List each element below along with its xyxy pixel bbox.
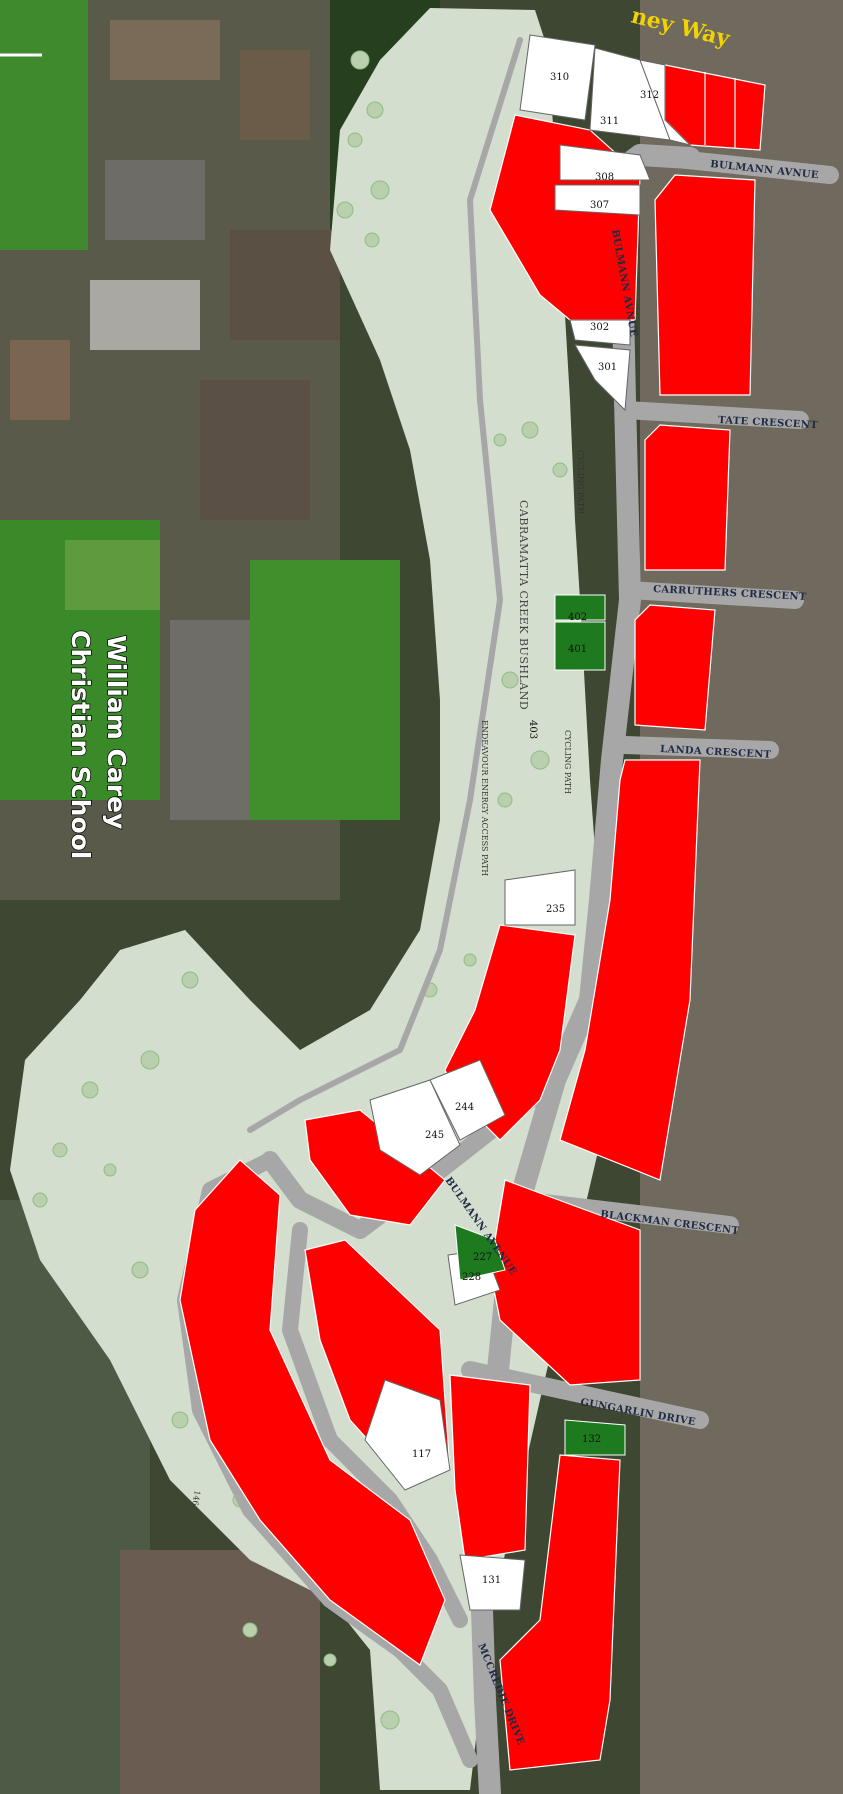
lot-label-302: 302 <box>590 322 609 333</box>
road-tate <box>616 401 809 429</box>
lot-label-402: 402 <box>568 612 587 623</box>
lot-label-146: 146 <box>190 1490 202 1507</box>
lot-label-403: 403 <box>527 720 538 739</box>
access-path <box>247 37 523 1133</box>
available-lots <box>364 34 692 1611</box>
street-tate-crescent: TATE CRESCENT <box>718 415 819 431</box>
lot-401 <box>554 621 606 671</box>
school-name-line-2: Christian School <box>66 630 95 859</box>
road-bulmann-avenue-s <box>261 1071 564 1239</box>
lot-label-312: 312 <box>640 90 659 101</box>
lot-244 <box>429 1059 506 1141</box>
lot-402 <box>554 594 606 621</box>
lot-label-132: 132 <box>582 1434 601 1445</box>
lot-block-inner-2 <box>449 1374 531 1561</box>
cycling-path-label-1: CYCLING PATH <box>576 450 585 514</box>
park-labels: CABRAMATTA CREEK BUSHLAND CYCLING PATH C… <box>480 450 585 876</box>
lot-302 <box>569 319 631 346</box>
lot-235 <box>504 869 576 926</box>
road-carruthers <box>619 581 804 609</box>
lot-132 <box>564 1419 626 1456</box>
lot-308 <box>559 144 651 181</box>
lot-block-bulmann-s <box>304 1109 446 1226</box>
lot-117 <box>364 1379 451 1491</box>
lot-label-244: 244 <box>455 1102 474 1113</box>
lot-label-308: 308 <box>595 172 614 183</box>
school-label: William Carey Christian School <box>65 629 131 860</box>
bushland-reserve <box>10 8 610 1790</box>
lot-307 <box>554 184 641 216</box>
lot-block-south-east-2 <box>499 1454 621 1771</box>
lot-301 <box>574 344 631 412</box>
lot-label-307: 307 <box>590 200 609 211</box>
lot-block-east-1 <box>654 174 756 396</box>
road-inner-loop <box>282 1222 468 1628</box>
lot-label-245: 245 <box>425 1130 444 1141</box>
access-path-label: ENDEAVOUR ENERGY ACCESS PATH <box>480 720 489 876</box>
road-gungarlin <box>461 1361 709 1429</box>
lot-310 <box>519 34 596 121</box>
lot-label-401: 401 <box>568 644 587 655</box>
lot-227 <box>454 1224 506 1281</box>
lot-label-311: 311 <box>600 116 619 127</box>
lot-label-131: 131 <box>482 1575 501 1586</box>
lot-label-117: 117 <box>412 1449 431 1460</box>
lot-label-228: 228 <box>462 1272 481 1283</box>
school-name-line-1: William Carey <box>102 635 131 829</box>
lot-block-east-4 <box>559 759 701 1181</box>
lot-block-east-3 <box>634 604 716 731</box>
road-landa <box>616 736 779 759</box>
lot-312 <box>639 59 692 146</box>
lot-label-310: 310 <box>550 72 569 83</box>
cycling-path-label-2: CYCLING PATH <box>563 730 572 794</box>
road-bulmann-avnue <box>631 146 839 184</box>
lot-label-301: 301 <box>598 362 617 373</box>
bushland-label: CABRAMATTA CREEK BUSHLAND <box>517 500 530 710</box>
lot-block-west-loop <box>179 1159 446 1666</box>
lot-block-east-2 <box>644 424 731 571</box>
lot-label-227: 227 <box>473 1252 492 1263</box>
lot-131 <box>459 1554 526 1611</box>
lot-245 <box>369 1079 461 1176</box>
lot-numbers: 310 311 312 308 307 302 301 402 401 403 … <box>190 72 659 1586</box>
lot-label-235: 235 <box>546 904 565 915</box>
reserved-lots <box>454 594 626 1456</box>
